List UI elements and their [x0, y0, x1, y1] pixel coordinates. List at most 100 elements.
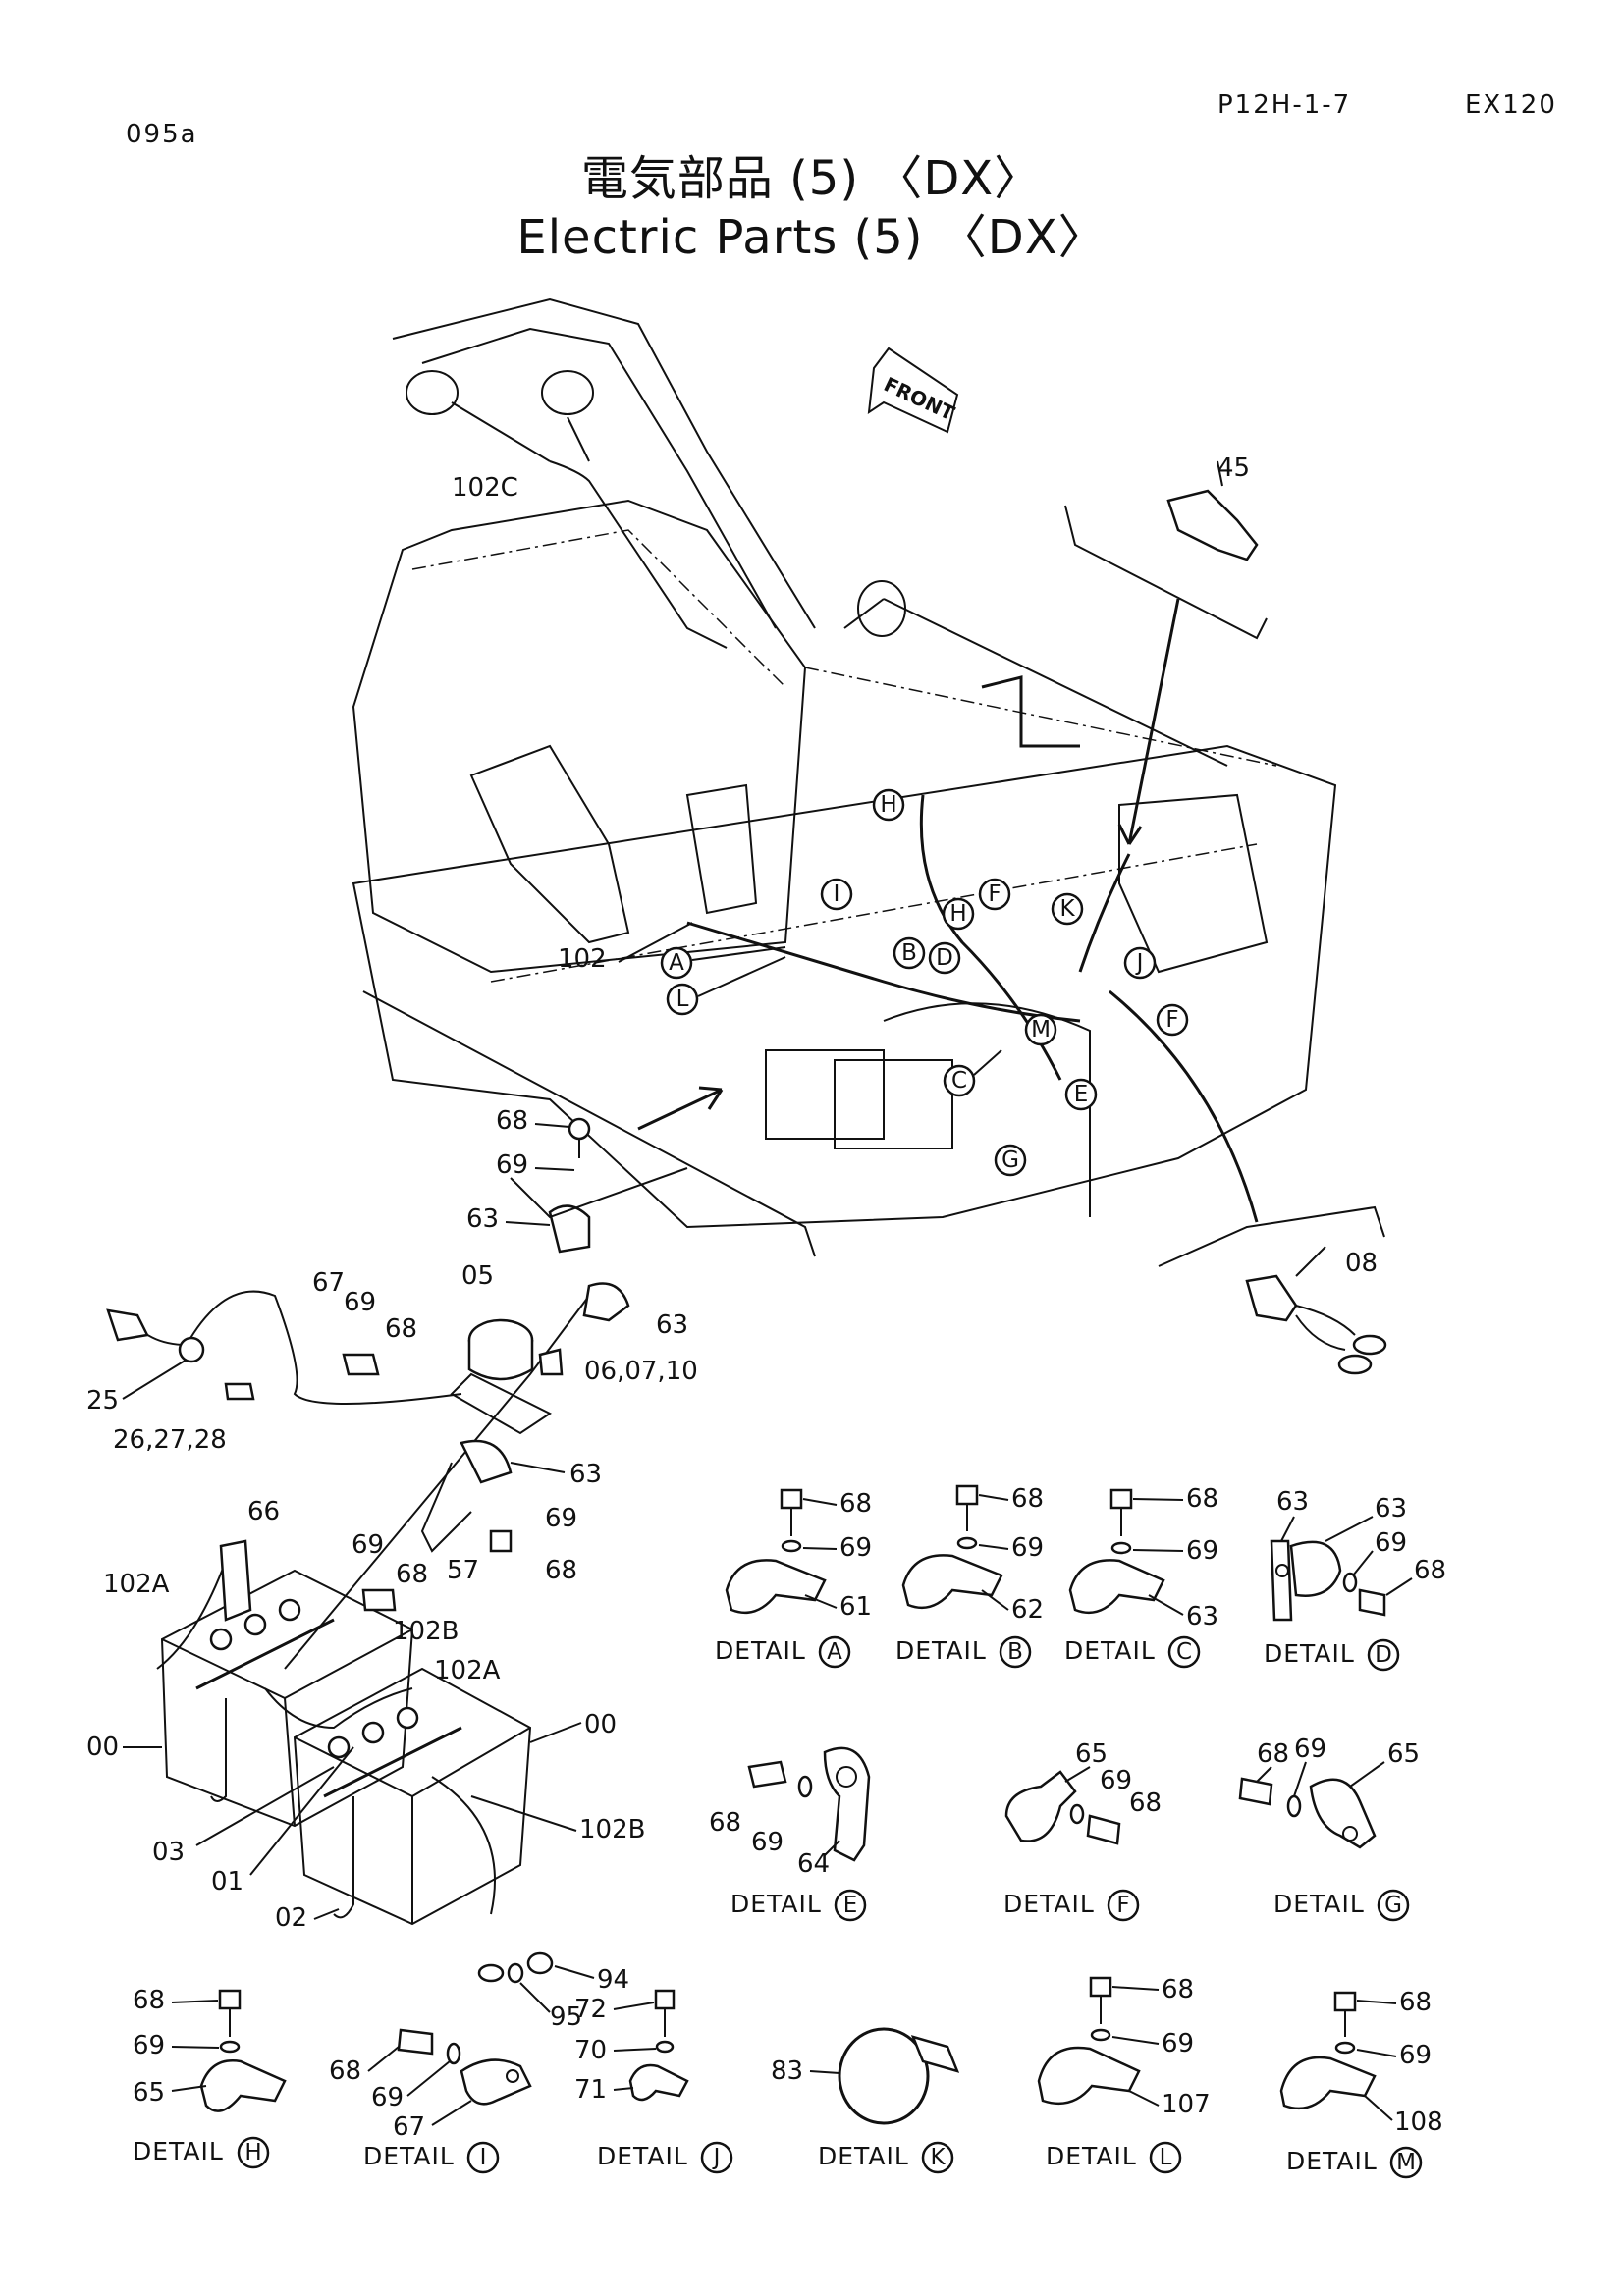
detail-i-part-washer: 69 [371, 2083, 404, 2112]
title-english: Electric Parts (5) 〈DX〉 [516, 210, 1107, 265]
callout-63-mid: 63 [656, 1310, 688, 1340]
zone-marker-j: J [1135, 950, 1144, 976]
detail-a-part-clamp: 61 [839, 1592, 872, 1622]
callout-57: 57 [447, 1556, 479, 1585]
zone-marker-h-upper: H [880, 792, 896, 818]
callout-labels: 102C 45 102 08 68 69 63 67 69 68 05 63 0… [86, 454, 1378, 2032]
zone-marker-e: E [1074, 1082, 1089, 1107]
model-number: EX120 [1465, 90, 1557, 120]
detail-m-letter: M [1396, 2150, 1416, 2175]
callout-26-27-28: 26,27,28 [113, 1425, 227, 1455]
detail-c-part-bolt: 68 [1186, 1484, 1218, 1514]
detail-j-caption: DETAIL [597, 2142, 688, 2170]
detail-k-caption: DETAIL [818, 2142, 909, 2170]
zone-marker-b: B [901, 940, 917, 966]
detail-m-part-clamp: 108 [1394, 2108, 1443, 2137]
detail-j: 72 70 71 DETAIL J [574, 1989, 733, 2174]
callout-02: 02 [275, 1903, 307, 1933]
detail-e-letter: E [843, 1893, 858, 1918]
detail-b: 68 69 62 DETAIL B [895, 1484, 1044, 1669]
callout-69-low: 69 [545, 1504, 577, 1533]
machine-illustration: FRONT [352, 297, 1385, 1267]
zone-marker-d: D [936, 945, 953, 971]
callout-67: 67 [312, 1268, 345, 1298]
detail-e: 68 69 64 DETAIL E [709, 1746, 871, 1922]
detail-i-part-bolt: 68 [329, 2056, 361, 2086]
detail-m: 68 69 108 DETAIL M [1279, 1988, 1443, 2179]
zone-marker-a: A [669, 950, 684, 976]
part-08-connector [1245, 1246, 1387, 1375]
callout-00-left: 00 [86, 1733, 119, 1762]
detail-g-part-bolt: 68 [1257, 1739, 1289, 1769]
detail-b-part-bolt: 68 [1011, 1484, 1044, 1514]
callout-45: 45 [1217, 454, 1250, 483]
zone-marker-f-upper: F [988, 881, 1001, 907]
zone-marker-h-lower: H [949, 901, 966, 927]
detail-h-part-bolt: 68 [133, 1986, 165, 2015]
zone-marker-m: M [1031, 1017, 1051, 1042]
detail-f-letter: F [1116, 1893, 1129, 1918]
detail-j-part-washer: 70 [574, 2036, 607, 2065]
zone-marker-l: L [676, 987, 689, 1012]
detail-e-part-bolt: 68 [709, 1808, 741, 1838]
detail-l-caption: DETAIL [1046, 2142, 1137, 2170]
callout-69-left: 69 [344, 1288, 376, 1317]
callout-69-top: 69 [496, 1150, 528, 1180]
detail-d-part-bracket: 63 [1276, 1487, 1309, 1517]
callout-06-07-10: 06,07,10 [584, 1357, 698, 1386]
callout-102b-top: 102B [393, 1617, 459, 1646]
callout-95: 95 [550, 2002, 582, 2032]
front-arrow-icon [867, 347, 959, 434]
battery-assembly [106, 1117, 688, 1984]
callout-69-batt: 69 [352, 1530, 384, 1560]
detail-d-part-clamp: 63 [1375, 1494, 1407, 1523]
detail-i-caption: DETAIL [363, 2142, 455, 2170]
detail-f-part-washer: 69 [1100, 1766, 1132, 1795]
detail-m-caption: DETAIL [1286, 2147, 1378, 2175]
detail-c-letter: C [1176, 1639, 1192, 1665]
callout-63-low: 63 [569, 1460, 602, 1489]
detail-g-caption: DETAIL [1273, 1890, 1365, 1918]
detail-l-part-clamp: 107 [1162, 2090, 1211, 2119]
detail-e-caption: DETAIL [730, 1890, 822, 1918]
detail-g-letter: G [1384, 1893, 1402, 1918]
detail-b-caption: DETAIL [895, 1636, 987, 1665]
detail-k-part-band: 83 [771, 2056, 803, 2086]
detail-d: 63 63 69 68 DETAIL D [1264, 1487, 1446, 1672]
page-reference: P12H-1-7 [1217, 90, 1352, 120]
detail-h: 68 69 65 DETAIL H [133, 1986, 287, 2169]
callout-05: 05 [461, 1261, 494, 1291]
detail-e-part-clamp: 64 [797, 1849, 830, 1879]
detail-g-part-clamp: 65 [1387, 1739, 1420, 1769]
detail-l: 68 69 107 DETAIL L [1037, 1975, 1211, 2174]
detail-h-part-washer: 69 [133, 2031, 165, 2060]
callout-08: 08 [1345, 1249, 1378, 1278]
page-code: 095a [126, 120, 198, 149]
part-45-switch [1166, 460, 1259, 561]
detail-e-part-washer: 69 [751, 1828, 784, 1857]
detail-c-part-clamp: 63 [1186, 1602, 1218, 1631]
detail-m-part-washer: 69 [1399, 2041, 1432, 2070]
detail-c: 68 69 63 DETAIL C [1064, 1484, 1218, 1669]
detail-a-caption: DETAIL [715, 1636, 806, 1665]
detail-a: 68 69 61 DETAIL A [715, 1488, 872, 1669]
front-label: FRONT [880, 372, 958, 425]
zone-marker-g: G [1001, 1148, 1019, 1173]
detail-l-letter: L [1160, 2145, 1172, 2170]
detail-i: 68 69 67 DETAIL I [329, 2028, 532, 2174]
detail-a-letter: A [827, 1639, 842, 1665]
zone-marker-f-lower: F [1165, 1007, 1178, 1033]
detail-h-letter: H [244, 2140, 261, 2165]
detail-f: 65 69 68 DETAIL F [1003, 1739, 1162, 1922]
detail-c-caption: DETAIL [1064, 1636, 1156, 1665]
detail-c-part-washer: 69 [1186, 1536, 1218, 1566]
detail-j-part-clamp: 71 [574, 2075, 607, 2105]
detail-h-part-clamp: 65 [133, 2078, 165, 2108]
callout-25: 25 [86, 1386, 119, 1415]
detail-j-letter: J [712, 2145, 721, 2170]
detail-f-part-bolt: 68 [1129, 1789, 1162, 1818]
detail-h-caption: DETAIL [133, 2137, 224, 2165]
detail-l-part-bolt: 68 [1162, 1975, 1194, 2004]
